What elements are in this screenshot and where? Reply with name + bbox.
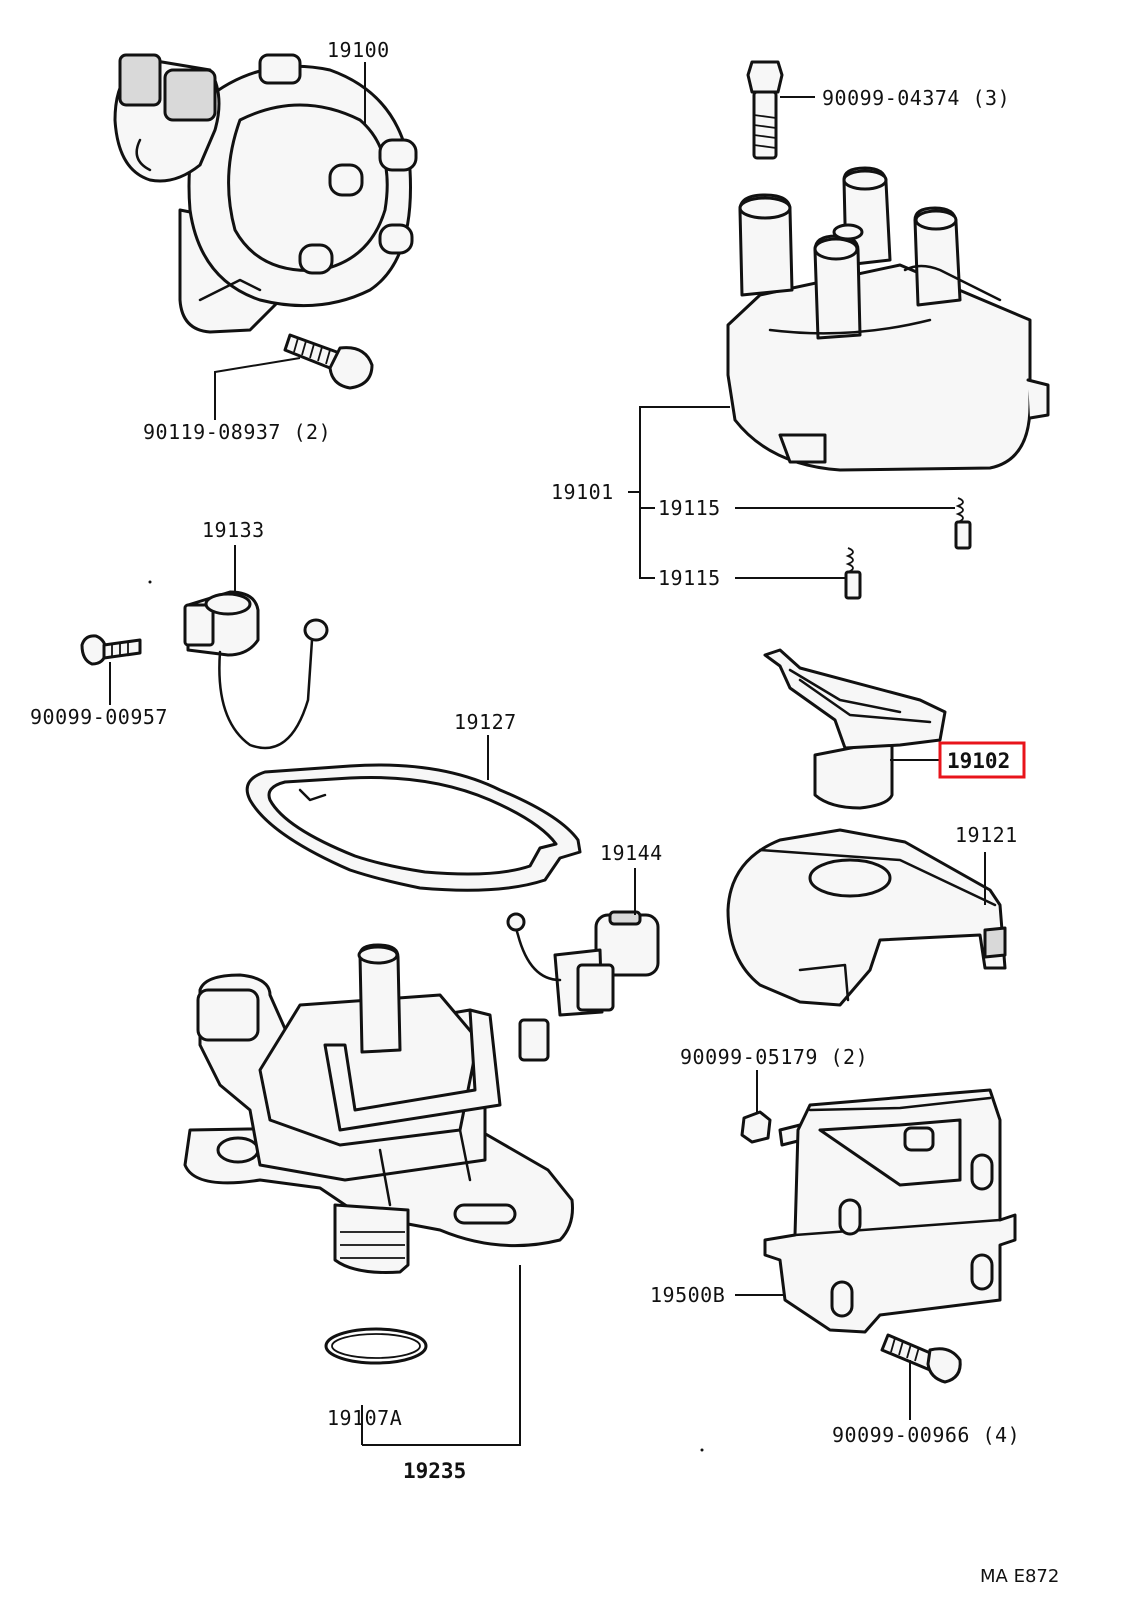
label-90099-00966[interactable]: 90099-00966 (4) [832, 1423, 1020, 1447]
label-19102[interactable]: 19102 [947, 749, 1010, 773]
carbon-pin-b-illustration [844, 547, 862, 600]
distributor-cap-illustration [726, 166, 1050, 472]
bracket-19101 [639, 406, 730, 579]
label-19115-b[interactable]: 19115 [658, 566, 721, 590]
igniter-19500B-illustration [763, 1088, 1017, 1334]
cover-19121-illustration [726, 828, 1007, 1007]
label-90119-08937[interactable]: 90119-08937 (2) [143, 420, 331, 444]
rotor-19102-illustration [763, 648, 947, 810]
label-19133[interactable]: 19133 [202, 518, 265, 542]
label-19115-a[interactable]: 19115 [658, 496, 721, 520]
label-19101[interactable]: 19101 [551, 480, 614, 504]
label-19121[interactable]: 19121 [955, 823, 1018, 847]
label-19144[interactable]: 19144 [600, 841, 663, 865]
distributor-assembly-illustration [113, 53, 418, 334]
screw-90099-00957-illustration [80, 634, 142, 666]
figure-code: MA E872 [980, 1566, 1059, 1587]
label-19127[interactable]: 19127 [454, 710, 517, 734]
label-90099-05179[interactable]: 90099-05179 (2) [680, 1045, 868, 1069]
housing-19235-illustration [183, 943, 574, 1274]
o-ring-19107A-illustration [324, 1327, 428, 1365]
screw-90099-00966-illustration [880, 1333, 962, 1384]
speck [148, 580, 152, 584]
nut-90099-05179-illustration [740, 1110, 804, 1147]
speck [700, 1448, 704, 1452]
label-19100[interactable]: 19100 [327, 38, 390, 62]
label-90099-00957[interactable]: 90099-00957 [30, 705, 168, 729]
bolt-90099-04374-illustration [746, 60, 784, 160]
sensor-19133-illustration [183, 590, 329, 750]
label-19235[interactable]: 19235 [403, 1459, 466, 1483]
label-90099-04374[interactable]: 90099-04374 (3) [822, 86, 1010, 110]
bracket-19235 [362, 1265, 521, 1446]
label-19500B[interactable]: 19500B [650, 1283, 725, 1307]
highlight-19102 [938, 741, 1026, 779]
gasket-19127-illustration [245, 763, 582, 892]
sensor-19144-illustration [506, 910, 660, 1017]
leader-90119 [214, 357, 301, 420]
bolt-90119-illustration [283, 333, 374, 390]
label-19107A[interactable]: 19107A [327, 1406, 402, 1430]
carbon-pin-a-illustration [954, 497, 972, 550]
